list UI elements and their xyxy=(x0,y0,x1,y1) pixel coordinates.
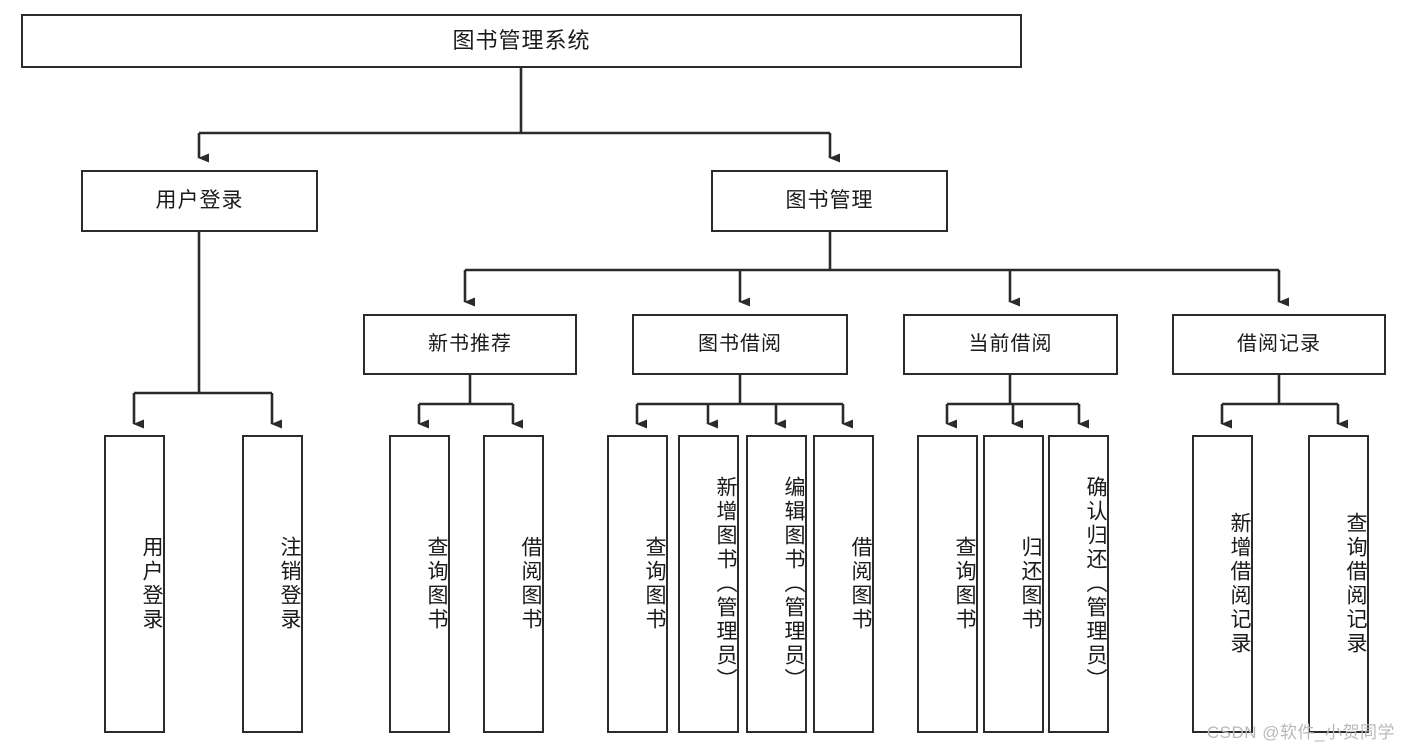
node-leaf-confirm-return-admin[interactable]: 确认归还（管理员） xyxy=(1048,435,1109,733)
node-label: 图书借阅 xyxy=(698,333,782,355)
node-label: 图书管理 xyxy=(785,188,874,212)
node-leaf-return-book[interactable]: 归还图书 xyxy=(983,435,1044,733)
node-leaf-edit-book-admin[interactable]: 编辑图书（管理员） xyxy=(746,435,807,733)
node-leaf-add-book-admin[interactable]: 新增图书（管理员） xyxy=(678,435,739,733)
node-leaf-query-book-recommendation[interactable]: 查询图书 xyxy=(389,435,450,733)
node-borrowing-record[interactable]: 借阅记录 xyxy=(1172,314,1386,375)
node-label: 确认归还（管理员） xyxy=(1084,476,1107,692)
node-root-book-management-system[interactable]: 图书管理系统 xyxy=(21,14,1022,68)
node-label: 新增借阅记录 xyxy=(1228,512,1251,656)
node-label: 图书管理系统 xyxy=(452,28,591,54)
node-leaf-add-borrow-record[interactable]: 新增借阅记录 xyxy=(1192,435,1253,733)
node-user-login[interactable]: 用户登录 xyxy=(81,170,318,232)
node-leaf-query-book-borrowing[interactable]: 查询图书 xyxy=(607,435,668,733)
node-label: 查询图书 xyxy=(643,536,666,632)
node-new-book-recommendation[interactable]: 新书推荐 xyxy=(363,314,577,375)
node-leaf-borrow-book-recommendation[interactable]: 借阅图书 xyxy=(483,435,544,733)
node-leaf-borrow-book[interactable]: 借阅图书 xyxy=(813,435,874,733)
node-book-borrowing[interactable]: 图书借阅 xyxy=(632,314,848,375)
node-leaf-user-login[interactable]: 用户登录 xyxy=(104,435,165,733)
node-label: 新增图书（管理员） xyxy=(714,476,737,692)
node-label: 借阅图书 xyxy=(519,536,542,632)
node-book-management[interactable]: 图书管理 xyxy=(711,170,948,232)
node-label: 编辑图书（管理员） xyxy=(782,476,805,692)
node-label: 归还图书 xyxy=(1019,536,1042,632)
node-label: 新书推荐 xyxy=(428,333,512,355)
node-label: 查询借阅记录 xyxy=(1344,512,1367,656)
node-leaf-logout-login[interactable]: 注销登录 xyxy=(242,435,303,733)
node-label: 当前借阅 xyxy=(968,333,1053,355)
node-label: 查询图书 xyxy=(425,536,448,632)
node-leaf-query-borrow-record[interactable]: 查询借阅记录 xyxy=(1308,435,1369,733)
csdn-watermark: CSDN @软件_小贺同学 xyxy=(1206,723,1395,742)
node-label: 用户登录 xyxy=(140,536,163,632)
node-current-borrowing[interactable]: 当前借阅 xyxy=(903,314,1118,375)
node-leaf-query-book-current[interactable]: 查询图书 xyxy=(917,435,978,733)
node-label: 注销登录 xyxy=(278,536,301,632)
node-label: 借阅图书 xyxy=(849,536,872,632)
node-label: 查询图书 xyxy=(953,536,976,632)
node-label: 用户登录 xyxy=(155,188,244,212)
node-label: 借阅记录 xyxy=(1237,333,1321,355)
